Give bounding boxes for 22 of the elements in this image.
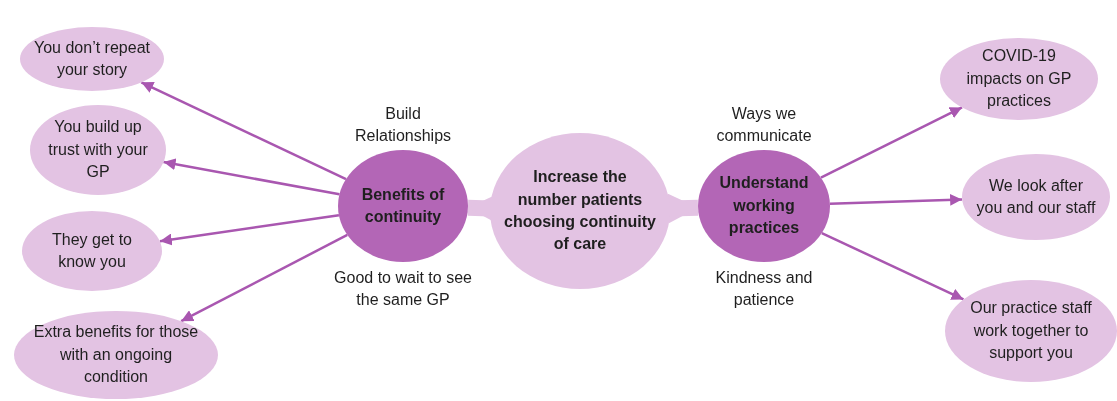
caption-text: Ways we communicate [715, 104, 813, 147]
node-text: Increase the number patients choosing continuity of care [504, 167, 656, 255]
node-text: You don’t repeat your story [33, 37, 151, 80]
caption-text: Kindness and patience [714, 268, 814, 311]
arrow [821, 231, 965, 301]
arrow [180, 233, 348, 323]
node-text: Our practice staff work together to support you [969, 298, 1093, 364]
node-text: You build up trust with your GP [47, 117, 149, 183]
arrow [829, 193, 963, 206]
caption-text: Good to wait to see the same GP [333, 268, 473, 311]
arrow [163, 158, 340, 196]
node-text: Understand working practices [718, 173, 810, 239]
arrow [667, 193, 699, 224]
arrow [820, 106, 963, 179]
node-text: Benefits of continuity [360, 184, 446, 227]
arrow [140, 81, 347, 181]
node-text: Extra benefits for those with an ongoing condition [32, 322, 200, 388]
node-text: COVID-19 impacts on GP practices [965, 46, 1073, 112]
caption-text: Build Relationships [353, 104, 453, 147]
arrow [159, 214, 340, 246]
node-text: We look after you and our staff [975, 175, 1097, 218]
node-text: They get to know you [50, 229, 133, 272]
